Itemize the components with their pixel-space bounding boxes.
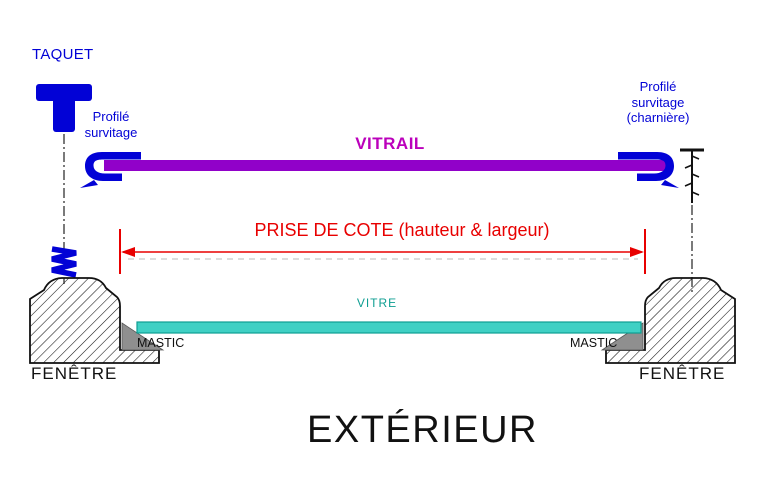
exterieur-label: EXTÉRIEUR bbox=[307, 409, 538, 451]
mastic-left-shape bbox=[121, 322, 165, 351]
screw-left-icon bbox=[51, 246, 77, 278]
profile-right-line2: survitage bbox=[631, 94, 685, 110]
dimension-arrow-left bbox=[121, 247, 135, 257]
profile-left-line1: Profilé bbox=[92, 109, 130, 124]
profile-left-line2: survitage bbox=[84, 124, 138, 140]
profile-right-line3: (charnière) bbox=[626, 110, 690, 126]
taquet-clip-shape bbox=[36, 84, 92, 132]
vitrail-bar bbox=[104, 160, 670, 171]
mastic-left-label: MASTIC bbox=[137, 336, 185, 350]
profile-clip-left-foot bbox=[80, 180, 98, 188]
hinge-screw-icon bbox=[680, 148, 704, 203]
dimension-lines bbox=[119, 229, 646, 274]
vitre-label: VITRE bbox=[356, 296, 398, 310]
mastic-right-label: MASTIC bbox=[570, 336, 618, 350]
profile-right-line1: Profilé bbox=[639, 79, 677, 94]
profile-survitage-left-label: Profilé survitage bbox=[72, 109, 150, 140]
vitrail-label: VITRAIL bbox=[355, 134, 425, 153]
frame-left-section bbox=[29, 277, 160, 364]
profile-clip-left bbox=[85, 152, 141, 181]
fenetre-right-label: FENÊTRE bbox=[639, 364, 726, 383]
vitre-bar bbox=[136, 321, 642, 334]
frame-right-section bbox=[605, 277, 736, 364]
taquet-label: TAQUET bbox=[32, 46, 94, 63]
profile-clip-right-foot bbox=[661, 180, 679, 188]
profile-survitage-right-label: Profilé survitage (charnière) bbox=[606, 79, 710, 126]
fenetre-left-label: FENÊTRE bbox=[31, 364, 118, 383]
profile-clip-right bbox=[618, 152, 674, 181]
dimension-arrow-right bbox=[630, 247, 644, 257]
prise-de-cote-label: PRISE DE COTE (hauteur & largeur) bbox=[254, 220, 550, 240]
